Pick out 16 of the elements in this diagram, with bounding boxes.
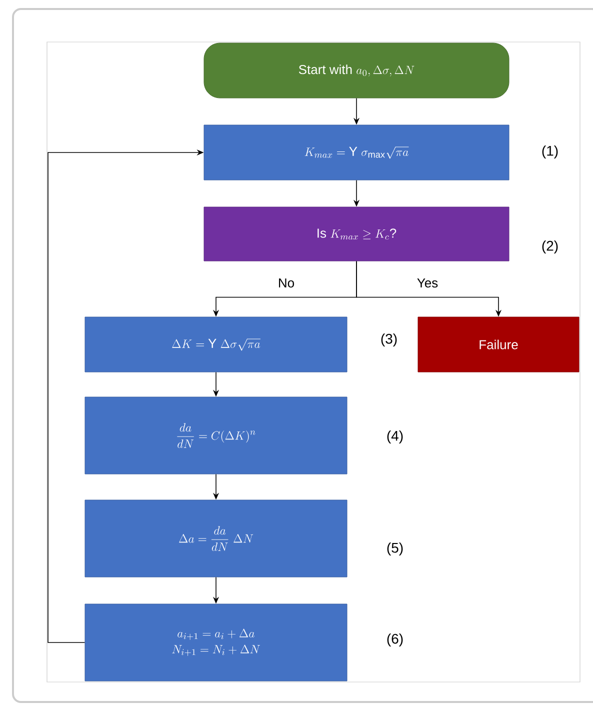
process-box: $\frac{da}{dN} = C(\Delta K)^n$ (84, 396, 348, 474)
decision-box: $\text{Is } K_{max} \geq K_c\text{?}$ (204, 206, 510, 262)
equation-number: (6) (387, 633, 403, 647)
equation-number: (4) (387, 430, 403, 444)
failure-box: Failure (418, 316, 580, 372)
equation-number: (5) (387, 542, 403, 556)
process-box: $\Delta K = \mathrm{Y}\ \Delta\sigma \sqrt{\pi a}$ (84, 316, 348, 372)
process-box: $K_{max} = \mathrm{Y}\ \sigma_{\max} \sqrt{\pi a}$ (204, 124, 510, 180)
edge-label: No (276, 277, 296, 289)
equation-number: (2) (542, 240, 558, 254)
process-box: $\Delta a = \frac{da}{dN}\ \Delta N$ (84, 500, 348, 578)
start-terminal: $\text{Start with } a_0, \Delta\sigma, \Delta N$ (204, 42, 510, 98)
process-box: $a_{i+1} = a_i + \Delta a$ $N_{i+1} = N_i + \Delta N$ (84, 604, 348, 682)
edge-label: Yes (416, 277, 440, 289)
equation-number: (3) (381, 333, 397, 347)
equation-number: (1) (542, 145, 558, 159)
